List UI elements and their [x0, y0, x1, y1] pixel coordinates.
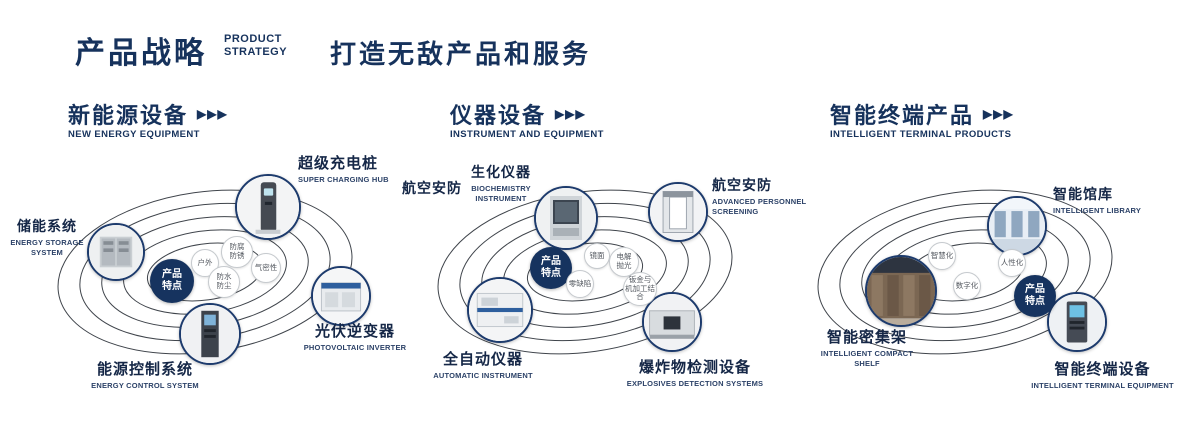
- product-name-en: EXPLOSIVES DETECTION SYSTEMS: [626, 379, 764, 388]
- explosives-detection-photo: [644, 294, 700, 350]
- photovoltaic-inverter-circle: [311, 266, 371, 326]
- product-label-energy-control: 能源控制系统 ENERGY CONTROL SYSTEM: [70, 358, 220, 391]
- intelligent-terminal-circle: [1047, 292, 1107, 352]
- product-name-en: SUPER CHARGING HUB: [298, 175, 389, 184]
- product-label-biochemistry: 生化仪器 BIOCHEMISTRY INSTRUMENT: [445, 162, 557, 204]
- product-name-cn: 能源控制系统: [96, 361, 193, 378]
- product-name-cn: 智能终端设备: [1054, 361, 1151, 378]
- section-title-new-energy: 新能源设备 ▶▶▶: [68, 98, 228, 130]
- triple-chevron-icon: ▶▶▶: [197, 107, 228, 121]
- product-name-en: PHOTOVOLTAIC INVERTER: [303, 343, 407, 352]
- automatic-instrument-photo: [469, 279, 531, 341]
- product-label-super-charging-hub: 超级充电桩 SUPER CHARGING HUB: [298, 152, 389, 185]
- section-title-instrument: 仪器设备 ▶▶▶: [450, 98, 586, 130]
- triple-chevron-icon: ▶▶▶: [555, 107, 586, 121]
- product-label-personnel-screening: 航空安防 ADVANCED PERSONNEL SCREENING: [712, 175, 806, 217]
- feature-bubble: 智慧化: [928, 242, 956, 270]
- triple-chevron-icon: ▶▶▶: [983, 107, 1014, 121]
- product-name-en: ADVANCED PERSONNEL SCREENING: [712, 197, 807, 216]
- section-title-text: 智能终端产品: [830, 103, 975, 128]
- photovoltaic-inverter-photo: [313, 268, 369, 324]
- product-label-photovoltaic-inverter: 光伏逆变器 PHOTOVOLTAIC INVERTER: [294, 320, 416, 353]
- section-subtitle-new-energy: NEW ENERGY EQUIPMENT: [68, 129, 200, 140]
- product-name-cn: 全自动仪器: [442, 351, 523, 368]
- feature-bubble: 数字化: [953, 272, 981, 300]
- product-label-intelligent-terminal: 智能终端设备 INTELLIGENT TERMINAL EQUIPMENT: [1015, 358, 1190, 391]
- product-name-cn: 光伏逆变器: [314, 323, 395, 340]
- intelligent-compact-shelf-circle: [865, 255, 937, 327]
- product-label-energy-storage: 储能系统 ENERGY STORAGE SYSTEM: [4, 216, 90, 258]
- product-name-en: INTELLIGENT TERMINAL EQUIPMENT: [1031, 381, 1174, 390]
- personnel-screening-circle: [648, 182, 708, 242]
- energy-storage-circle: [87, 223, 145, 281]
- product-label-automatic-instrument: 全自动仪器 AUTOMATIC INSTRUMENT: [418, 348, 548, 381]
- product-name-cn: 储能系统: [17, 218, 77, 234]
- biochemistry-instrument-circle: [534, 186, 598, 250]
- section-title-text: 新能源设备: [68, 103, 189, 128]
- feature-bubble: 镜面: [584, 243, 610, 269]
- biochemistry-instrument-photo: [536, 188, 596, 248]
- product-label-explosives-detection: 爆炸物检测设备 EXPLOSIVES DETECTION SYSTEMS: [610, 356, 780, 389]
- product-name-en: AUTOMATIC INSTRUMENT: [433, 371, 533, 380]
- section-subtitle-intelligent: INTELLIGENT TERMINAL PRODUCTS: [830, 129, 1012, 140]
- product-name-en: INTELLIGENT COMPACT SHELF: [820, 349, 914, 368]
- super-charging-hub-photo: [237, 176, 299, 238]
- page-title-en: PRODUCT STRATEGY: [224, 33, 288, 59]
- feature-bubble: 气密性: [251, 253, 281, 283]
- feature-bubble: 零缺陷: [566, 270, 594, 298]
- product-name-cn: 智能密集架: [826, 329, 907, 346]
- section-subtitle-instrument: INSTRUMENT AND EQUIPMENT: [450, 129, 604, 140]
- section-title-intelligent: 智能终端产品 ▶▶▶: [830, 98, 1014, 130]
- product-label-intelligent-library: 智能馆库 INTELLIGENT LIBRARY: [1053, 184, 1141, 216]
- intelligent-library-photo: [989, 198, 1045, 254]
- product-name-en: BIOCHEMISTRY INSTRUMENT: [471, 184, 531, 203]
- feature-bubble: 钣金与 机加工结合: [623, 272, 657, 306]
- product-features-badge: 产品 特点: [150, 259, 194, 303]
- energy-storage-photo: [89, 225, 143, 279]
- feature-bubble: 人性化: [998, 249, 1026, 277]
- feature-bubble: 防腐 防锈: [221, 236, 253, 268]
- product-name-cn: 生化仪器: [471, 164, 531, 180]
- slogan: 打造无敌产品和服务: [330, 39, 592, 69]
- automatic-instrument-circle: [467, 277, 533, 343]
- product-features-badge: 产品 特点: [530, 247, 572, 289]
- energy-control-circle: [179, 303, 241, 365]
- super-charging-hub-circle: [235, 174, 301, 240]
- intelligent-terminal-photo: [1049, 294, 1105, 350]
- personnel-screening-photo: [650, 184, 706, 240]
- product-name-cn: 爆炸物检测设备: [638, 359, 751, 376]
- explosives-detection-circle: [642, 292, 702, 352]
- product-features-badge: 产品 特点: [1014, 275, 1056, 317]
- product-name-en: ENERGY CONTROL SYSTEM: [91, 381, 199, 390]
- product-label-intelligent-compact-shelf: 智能密集架 INTELLIGENT COMPACT SHELF: [798, 326, 936, 369]
- product-name-en: INTELLIGENT LIBRARY: [1053, 206, 1142, 215]
- intelligent-library-circle: [987, 196, 1047, 256]
- product-name-cn: 超级充电桩: [298, 155, 379, 172]
- section-title-text: 仪器设备: [450, 103, 547, 128]
- product-name-cn: 智能馆库: [1053, 186, 1113, 202]
- energy-control-photo: [181, 305, 239, 363]
- page-title: 产品战略: [75, 37, 207, 70]
- product-name-en: ENERGY STORAGE SYSTEM: [10, 238, 84, 257]
- product-name-cn: 航空安防: [712, 177, 772, 193]
- feature-bubble: 防水 防尘: [208, 266, 240, 298]
- feature-bubble: 电解 抛光: [609, 247, 639, 277]
- aviation-security-label: 航空安防: [402, 180, 462, 196]
- intelligent-compact-shelf-photo: [867, 257, 935, 325]
- feature-bubble: 户外: [191, 249, 219, 277]
